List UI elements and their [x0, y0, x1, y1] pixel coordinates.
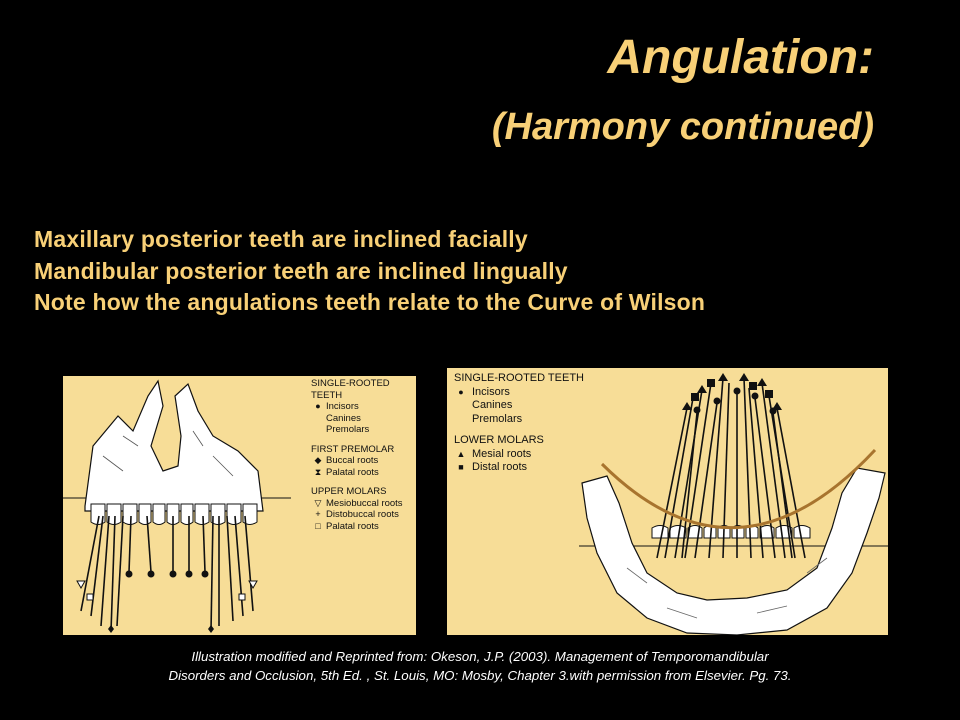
citation-caption: Illustration modified and Reprinted from… [40, 647, 920, 685]
legend-heading: SINGLE-ROOTED TEETH [454, 372, 584, 384]
bullet-item: Note how the angulations teeth relate to… [34, 289, 706, 315]
legend-item: Canines [326, 412, 361, 424]
legend-item: ●Incisors [311, 401, 416, 413]
open-square-icon: □ [315, 520, 321, 531]
filled-triangle-icon: ▲ [456, 448, 466, 459]
bullet-item: Maxillary posterior teeth are inclined f… [34, 226, 528, 252]
maxilla-illustration [63, 379, 291, 633]
bullet-list: Maxillary posterior teeth are inclined f… [34, 224, 705, 319]
maxillary-angulation-figure: SINGLE-ROOTED TEETH ●Incisors Canines Pr… [63, 376, 416, 635]
caption-line-1: Illustration modified and Reprinted from… [191, 649, 769, 664]
hourglass-icon: ⧗ [314, 466, 322, 477]
filled-circle-icon: ● [458, 386, 464, 397]
legend-item: □Palatal roots [311, 521, 416, 533]
legend-item: ▲Mesial roots [456, 447, 532, 460]
mandible-legend: SINGLE-ROOTED TEETH ●Incisors Canines Pr… [454, 372, 584, 475]
legend-item: Premolars [472, 412, 523, 425]
legend-item: Premolars [326, 424, 370, 435]
mandibular-angulation-figure: SINGLE-ROOTED TEETH ●Incisors Canines Pr… [447, 368, 888, 635]
legend-item: ■Distal roots [454, 461, 584, 475]
slide-subtitle: (Harmony continued) [491, 106, 874, 148]
mandible-illustration [579, 373, 888, 635]
filled-circle-icon: ● [315, 401, 321, 411]
legend-item: ◆Buccal roots [314, 455, 379, 466]
legend-heading: SINGLE-ROOTED TEETH [311, 378, 390, 401]
down-triangle-icon: ▽ [314, 497, 322, 508]
legend-heading: LOWER MOLARS [454, 434, 544, 446]
maxilla-legend: SINGLE-ROOTED TEETH ●Incisors Canines Pr… [311, 378, 416, 532]
cross-icon: + [315, 509, 321, 519]
legend-item: +Distobuccal roots [311, 509, 416, 521]
legend-heading: UPPER MOLARS [311, 486, 387, 497]
caption-line-2: Disorders and Occlusion, 5th Ed. , St. L… [168, 668, 792, 683]
legend-item: ●Incisors [454, 386, 584, 400]
filled-diamond-icon: ◆ [314, 455, 322, 465]
legend-item: ⧗Palatal roots [314, 466, 379, 478]
legend-item: ▽Mesiobuccal roots [314, 497, 403, 509]
legend-item: Canines [472, 399, 513, 411]
bullet-item: Mandibular posterior teeth are inclined … [34, 257, 568, 284]
filled-square-icon: ■ [458, 462, 464, 472]
slide-title: Angulation: [607, 31, 874, 84]
legend-heading: FIRST PREMOLAR [311, 443, 395, 455]
